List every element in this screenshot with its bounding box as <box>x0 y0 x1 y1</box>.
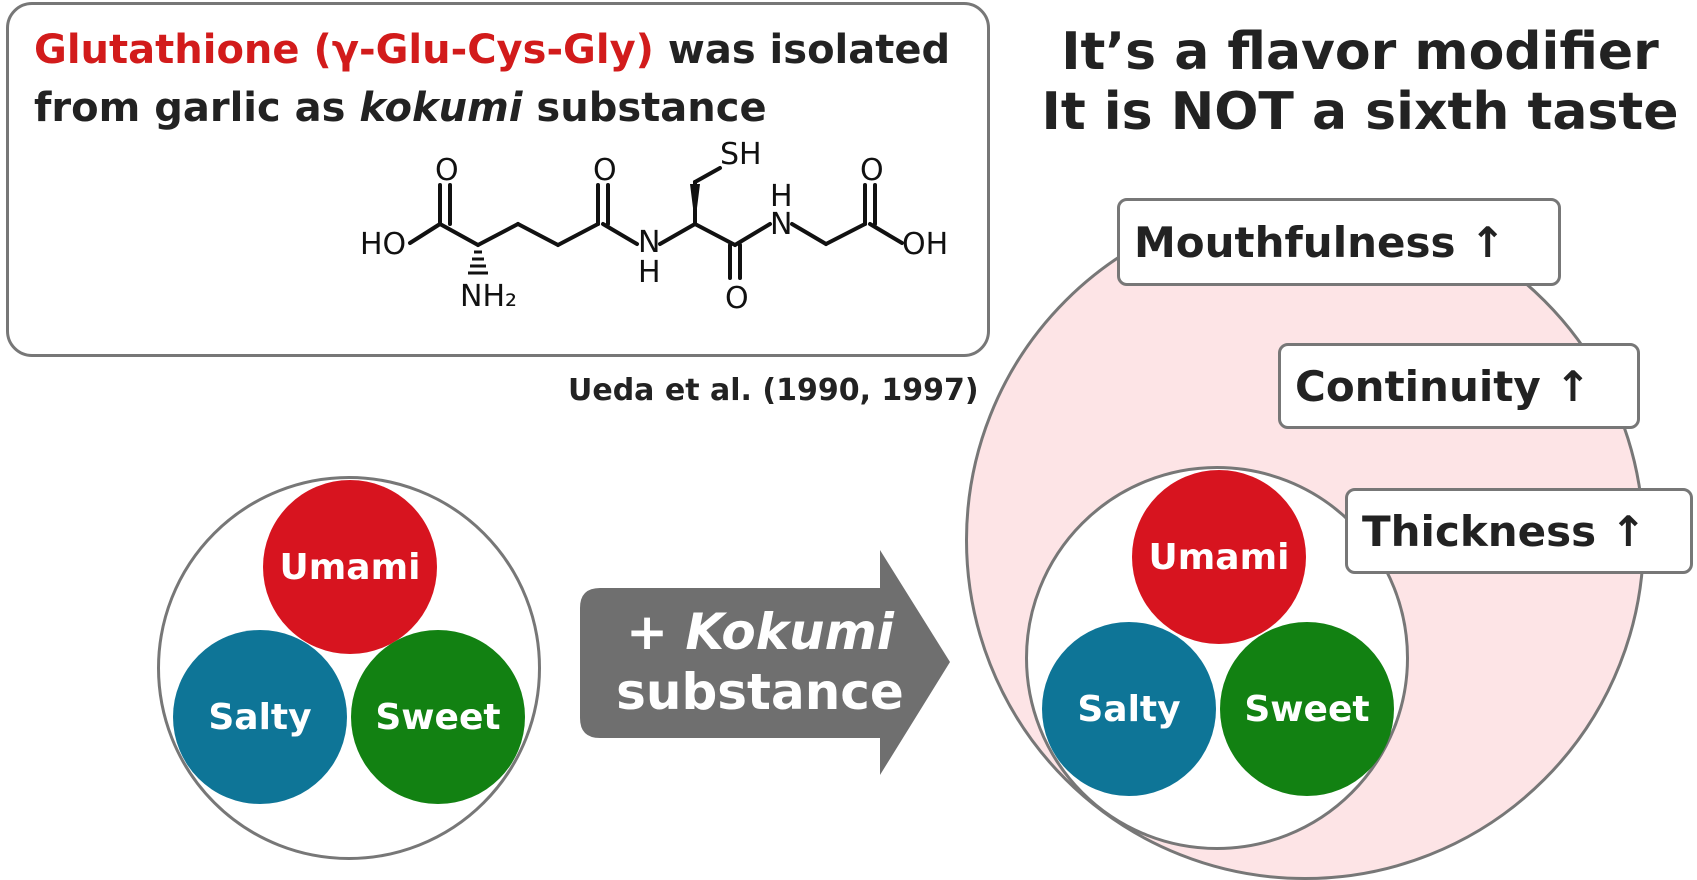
atom-h2: H <box>770 179 793 214</box>
mouthfulness-label: Mouthfulness ↑ <box>1117 198 1561 286</box>
thickness-label: Thickness ↑ <box>1345 488 1693 574</box>
atom-h1: H <box>638 255 661 290</box>
salty-circle: Salty <box>173 630 347 804</box>
headline-line-1: Glutathione (γ-Glu-Cys-Gly) was isolated <box>34 20 950 80</box>
headline-line2-b: substance <box>522 85 767 131</box>
arrow-label: + Kokumi substance <box>600 602 920 722</box>
atom-o4: O <box>860 153 884 188</box>
continuity-label: Continuity ↑ <box>1278 343 1640 429</box>
atom-nh2: NH₂ <box>460 279 517 314</box>
headline-line2-a: from garlic as <box>34 85 360 131</box>
umami-circle-enhanced: Umami <box>1132 470 1306 644</box>
atom-o1: O <box>435 153 459 188</box>
substance-word: substance <box>616 663 904 721</box>
atom-sh: SH <box>720 140 762 172</box>
sweet-label-enhanced: Sweet <box>1244 688 1370 730</box>
headline-line-2: from garlic as kokumi substance <box>34 78 767 138</box>
kokumi-italic: kokumi <box>359 85 523 131</box>
continuity-text: Continuity ↑ <box>1295 361 1591 411</box>
salty-circle-enhanced: Salty <box>1042 622 1216 796</box>
umami-label: Umami <box>279 546 421 588</box>
claim-heading: It’s a flavor modifier It is NOT a sixth… <box>1030 22 1690 142</box>
citation: Ueda et al. (1990, 1997) <box>568 373 979 408</box>
atom-oh: OH <box>902 227 948 262</box>
sweet-label: Sweet <box>375 696 501 738</box>
umami-circle: Umami <box>263 480 437 654</box>
atom-ho: HO <box>360 227 406 262</box>
glutathione-structure: SH O O O O HO OH NH₂ N H N H <box>360 140 948 316</box>
atom-o3: O <box>725 281 749 316</box>
kokumi-word: Kokumi <box>685 603 894 661</box>
claim-line-2: It is NOT a sixth taste <box>1041 82 1679 142</box>
salty-label: Salty <box>208 696 312 738</box>
claim-line-1: It’s a flavor modifier <box>1061 22 1659 82</box>
plus-kokumi-arrow <box>580 550 950 775</box>
plus-sign: + <box>626 603 686 661</box>
sweet-circle-enhanced: Sweet <box>1220 622 1394 796</box>
atom-n1: N <box>638 225 660 260</box>
atom-n2: N <box>770 207 792 242</box>
umami-label-enhanced: Umami <box>1148 536 1290 578</box>
info-box <box>6 2 990 357</box>
salty-label-enhanced: Salty <box>1077 688 1181 730</box>
mouthfulness-text: Mouthfulness ↑ <box>1134 217 1506 267</box>
sweet-circle: Sweet <box>351 630 525 804</box>
atom-o2: O <box>593 153 617 188</box>
thickness-text: Thickness ↑ <box>1362 506 1646 556</box>
glutathione-name: Glutathione (γ-Glu-Cys-Gly) <box>34 27 654 73</box>
headline-rest: was isolated <box>653 27 951 73</box>
